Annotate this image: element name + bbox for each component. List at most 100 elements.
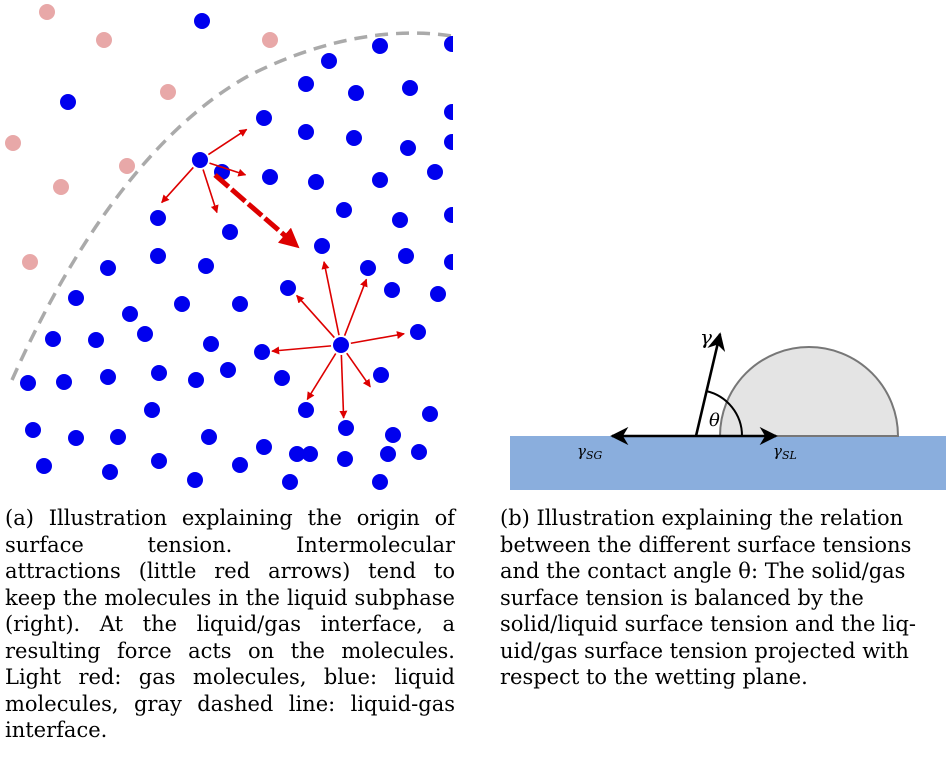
liquid-molecule [282,474,298,490]
liquid-molecule [25,422,41,438]
liquid-molecule [122,306,138,322]
attraction-arrow [202,169,219,214]
liquid-molecule [398,248,414,264]
liquid-molecule [222,224,238,240]
gas-molecule [262,32,278,48]
liquid-molecule [392,212,408,228]
liquid-molecule [203,336,219,352]
caption-b-line: between the different surface tensions [500,532,912,557]
liquid-molecule [254,344,270,360]
liquid-molecule [444,254,453,270]
liquid-molecule [102,464,118,480]
liquid-molecule [385,427,401,443]
attraction-arrow [209,162,247,177]
caption-b-line: and the contact angle θ: The solid/gas [500,559,906,583]
attraction-arrow [321,261,340,336]
liquid-molecule [372,172,388,188]
liquid-molecule [372,474,388,490]
surface-tension-illustration [5,4,453,490]
attraction-arrow [343,278,368,336]
attraction-arrow [161,166,194,204]
liquid-molecule [400,140,416,156]
liquid-molecule [346,130,362,146]
liquid-molecule [444,134,453,150]
liquid-molecule [298,124,314,140]
liquid-molecule [308,174,324,190]
liquid-molecule [150,248,166,264]
attraction-arrow [306,353,337,401]
liquid-molecule [336,202,352,218]
liquid-molecule [174,296,190,312]
liquid-molecule [88,332,104,348]
liquid-molecule [151,365,167,381]
gamma-sl-label: γSL [773,442,797,462]
gamma-arrow [694,332,726,437]
attraction-arrow [296,294,335,339]
liquid-molecule [444,36,453,52]
liquid-molecule [410,324,426,340]
liquid-molecule [137,326,153,342]
gas-molecule [22,254,38,270]
liquid-molecule [192,152,208,168]
liquid-molecule [338,420,354,436]
attraction-arrow [207,128,248,156]
liquid-molecule [380,446,396,462]
liquid-molecule [444,104,453,120]
liquid-molecule [372,38,388,54]
liquid-molecule [298,76,314,92]
liquid-molecule [274,370,290,386]
gamma-label: γ [700,325,712,349]
liquid-molecule [188,372,204,388]
liquid-molecule [360,260,376,276]
liquid-molecules [20,13,453,490]
caption-b-line: solid/liquid surface tension and the liq… [500,612,917,636]
liquid-molecule [194,13,210,29]
liquid-molecule [144,402,160,418]
liquid-molecule [150,210,166,226]
liquid-molecule [256,110,272,126]
caption-b-line: surface tension is balanced by the [500,585,864,610]
liquid-molecule [56,374,72,390]
liquid-molecule [298,402,314,418]
liquid-molecule [201,429,217,445]
caption-b: (b) Illustration explaining the relation… [500,505,946,691]
liquid-molecule [100,260,116,276]
liquid-molecule [430,286,446,302]
liquid-molecule [110,429,126,445]
liquid-molecule [68,290,84,306]
caption-b-line: (b) Illustration explaining the relation [500,506,904,530]
caption-a: (a) Illustration explaining the origin o… [5,506,455,742]
liquid-molecule [444,207,453,223]
liquid-molecule [100,369,116,385]
liquid-molecule [187,472,203,488]
attraction-arrow [346,352,371,388]
attraction-arrow [339,354,348,419]
attraction-arrow [350,331,405,345]
liquid-molecule [402,80,418,96]
liquid-molecule [20,375,36,391]
gas-molecules [5,4,278,270]
caption-b-line: respect to the wetting plane. [500,665,808,689]
liquid-molecule [151,453,167,469]
liquid-molecule [198,258,214,274]
liquid-molecule [373,367,389,383]
liquid-molecule [384,282,400,298]
gas-molecule [39,4,55,20]
gas-molecule [96,32,112,48]
attraction-arrow [271,345,332,355]
caption-b-line: uid/gas surface tension projected with [500,638,909,663]
liquid-molecule [302,446,318,462]
liquid-molecule [427,164,443,180]
liquid-molecule [337,451,353,467]
liquid-molecule [262,169,278,185]
gas-molecule [119,158,135,174]
liquid-gas-interface [10,31,453,381]
solid-substrate [510,436,946,490]
contact-angle-arc [705,390,744,437]
attraction-arrows [161,128,405,419]
liquid-molecule [68,430,84,446]
liquid-molecule [45,331,61,347]
liquid-molecule [422,406,438,422]
liquid-molecule [60,94,76,110]
gas-molecule [5,135,21,151]
